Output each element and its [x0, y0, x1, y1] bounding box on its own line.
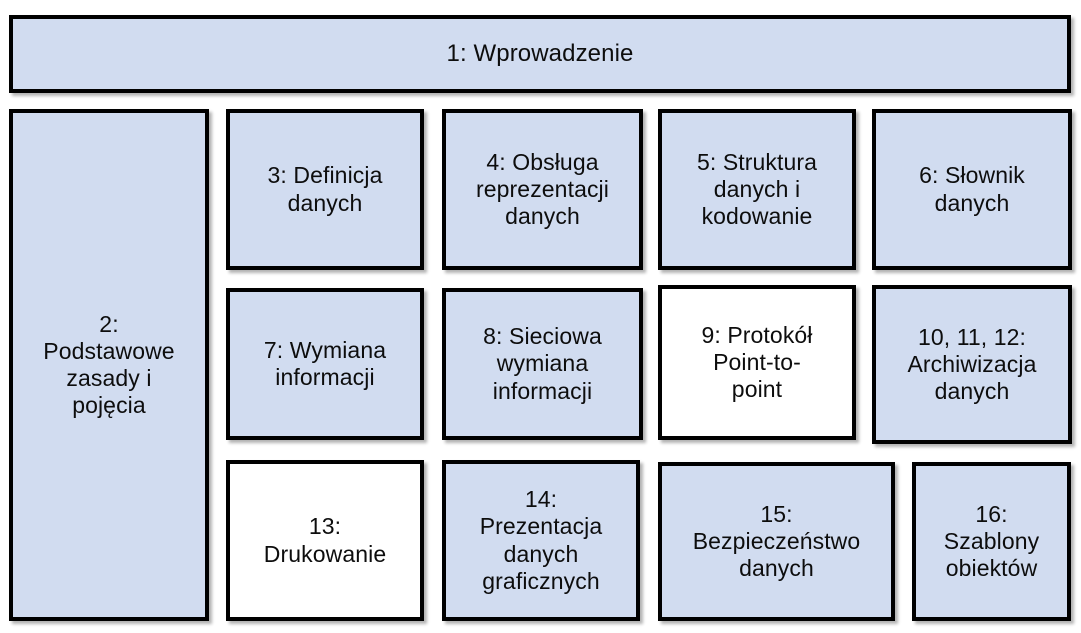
diagram-node-14[interactable]: 14: Prezentacja danych graficznych	[442, 460, 640, 621]
diagram-node-16[interactable]: 16: Szablony obiektów	[912, 462, 1071, 621]
diagram-node-9[interactable]: 9: Protokół Point-to- point	[658, 285, 856, 440]
diagram-node-7-label: 7: Wymiana informacji	[263, 336, 387, 390]
diagram-node-6-label: 6: Słownik danych	[919, 162, 1025, 216]
diagram-node-13-label: 13: Drukowanie	[263, 513, 387, 567]
diagram-node-9-label: 9: Protokół Point-to- point	[701, 321, 813, 403]
diagram-node-10-11-12[interactable]: 10, 11, 12: Archiwizacja danych	[872, 285, 1072, 444]
diagram-node-5-label: 5: Struktura danych i kodowanie	[696, 148, 818, 230]
diagram-node-2-label: 2: Podstawowe zasady i pojęcia	[43, 310, 175, 419]
diagram-node-15-label: 15: Bezpieczeństwo danych	[692, 500, 861, 582]
diagram-node-16-label: 16: Szablony obiektów	[943, 500, 1040, 582]
diagram-node-2[interactable]: 2: Podstawowe zasady i pojęcia	[9, 109, 209, 621]
diagram-node-4-label: 4: Obsługa reprezentacji danych	[476, 148, 609, 230]
diagram-node-6[interactable]: 6: Słownik danych	[872, 109, 1072, 270]
diagram-node-1-label: 1: Wprowadzenie	[446, 39, 634, 67]
diagram-node-3-label: 3: Definicja danych	[267, 162, 383, 216]
diagram-node-14-label: 14: Prezentacja danych graficznych	[479, 486, 603, 594]
diagram-node-3[interactable]: 3: Definicja danych	[226, 109, 424, 270]
diagram-node-10-11-12-label: 10, 11, 12: Archiwizacja danych	[907, 323, 1037, 405]
diagram-node-15[interactable]: 15: Bezpieczeństwo danych	[658, 462, 895, 621]
diagram-node-5[interactable]: 5: Struktura danych i kodowanie	[658, 109, 856, 270]
diagram-node-1[interactable]: 1: Wprowadzenie	[9, 15, 1071, 93]
diagram-node-13[interactable]: 13: Drukowanie	[226, 460, 424, 621]
diagram-node-8-label: 8: Sieciowa wymiana informacji	[483, 323, 602, 404]
diagram-node-8[interactable]: 8: Sieciowa wymiana informacji	[442, 288, 643, 440]
diagram-node-4[interactable]: 4: Obsługa reprezentacji danych	[442, 109, 643, 270]
diagram-node-7[interactable]: 7: Wymiana informacji	[226, 288, 424, 440]
